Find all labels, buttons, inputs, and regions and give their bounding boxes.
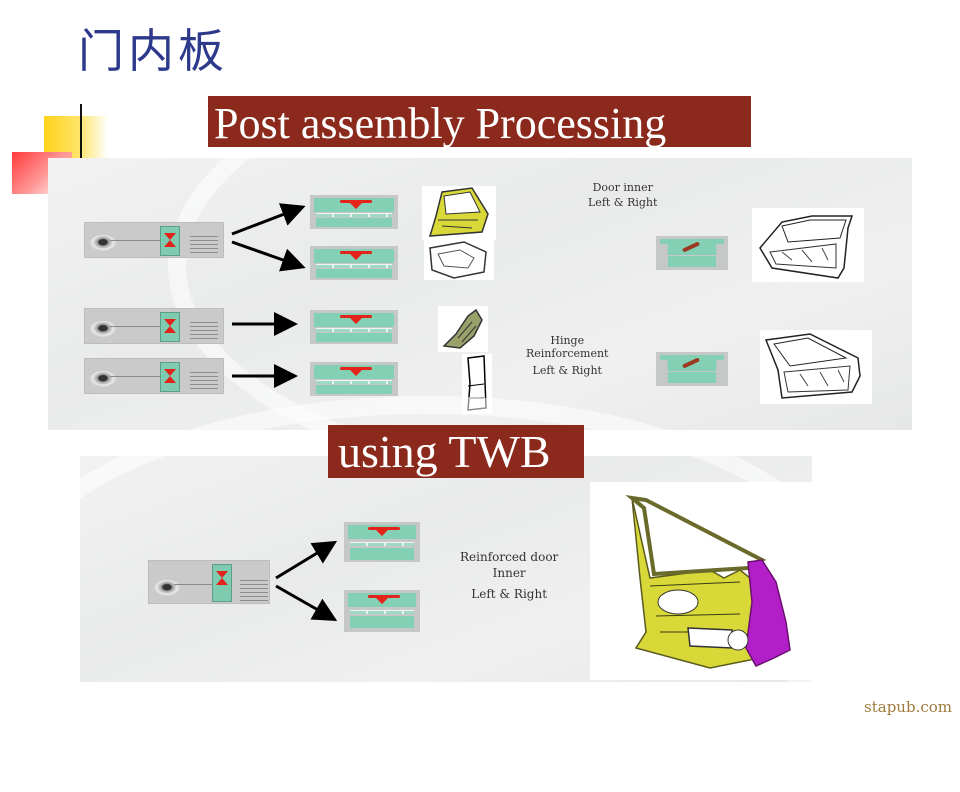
- coil-welder-module: [84, 308, 224, 344]
- stamping-press-module: [344, 522, 420, 562]
- sheet-strip: [110, 376, 162, 377]
- coil-icon: [154, 580, 180, 596]
- coil-welder-module: [148, 560, 270, 604]
- label-reinforced-door-inner: Reinforced door Inner Left & Right: [460, 550, 558, 603]
- press-arrow-icon: [348, 316, 364, 324]
- stamping-press-module: [344, 590, 420, 632]
- label-line: Door inner: [592, 181, 653, 194]
- door-inner-hinge-result-drawing: [760, 330, 872, 404]
- flow-arrows: [231, 203, 306, 388]
- press-arrow-icon: [374, 528, 390, 536]
- label-hinge-reinforcement: Hinge Reinforcement Left & Right: [526, 334, 608, 378]
- coil-welder-module: [84, 222, 224, 258]
- coil-icon: [90, 321, 116, 337]
- label-line: Reinforcement: [526, 347, 609, 361]
- arrow-split-up: [275, 540, 338, 580]
- press-arrow-icon: [348, 252, 364, 260]
- laser-weld-icon: [160, 362, 180, 392]
- door-inner-part-outline: [424, 240, 494, 280]
- banner-post-assembly-processing: Post assembly Processing: [208, 96, 751, 147]
- banner-using-twb: using TWB: [328, 425, 584, 478]
- label-line: Left & Right: [588, 196, 658, 210]
- blank-stack-icon: [190, 236, 218, 254]
- top-diagram-panel: Door inner Left & Right Hinge Reinforcem…: [48, 38, 960, 494]
- sheet-strip: [110, 240, 162, 241]
- label-line: Inner: [492, 565, 526, 580]
- hinge-reinforcement-part: [438, 306, 488, 352]
- stamping-press-module: [310, 362, 398, 396]
- press-arrow-icon: [348, 368, 364, 376]
- blank-stack-icon: [190, 322, 218, 340]
- coil-icon: [90, 371, 116, 387]
- stamping-press-module: [310, 195, 398, 229]
- laser-weld-icon: [160, 226, 180, 256]
- stamping-press-module: [310, 310, 398, 344]
- flow-arrows: [275, 540, 338, 621]
- blank-stack-icon: [240, 580, 268, 602]
- door-inner-result-drawing: [752, 208, 864, 282]
- sheet-strip: [174, 584, 216, 585]
- label-line: Reinforced door: [460, 550, 559, 564]
- label-door-inner: Door inner Left & Right: [588, 180, 657, 211]
- stamping-press-module: [310, 246, 398, 280]
- assembly-press-module: [656, 236, 728, 270]
- twb-door-drawing: [625, 495, 791, 669]
- door-inner-part-yellow: [422, 186, 496, 240]
- arrow-split-down: [275, 584, 338, 621]
- coil-icon: [90, 235, 116, 251]
- sheet-strip: [110, 326, 162, 327]
- twb-door-inner-image: [590, 482, 820, 680]
- coil-welder-module: [84, 358, 224, 394]
- footer-watermark: stapub.com: [864, 698, 952, 716]
- arrow-split-down: [231, 240, 306, 272]
- press-arrow-icon: [348, 201, 364, 209]
- label-line: Left & Right: [471, 587, 548, 602]
- arrow-split-up: [231, 203, 306, 236]
- label-line: Hinge: [550, 334, 585, 347]
- label-line: Left & Right: [532, 364, 602, 378]
- decorative-vertical-line: [80, 104, 82, 164]
- slide-title: 门内板: [78, 24, 228, 78]
- assembly-press-module: [656, 352, 728, 386]
- press-arrow-icon: [374, 596, 390, 604]
- blank-stack-icon: [190, 372, 218, 390]
- laser-weld-icon: [160, 312, 180, 342]
- laser-weld-icon: [212, 564, 232, 602]
